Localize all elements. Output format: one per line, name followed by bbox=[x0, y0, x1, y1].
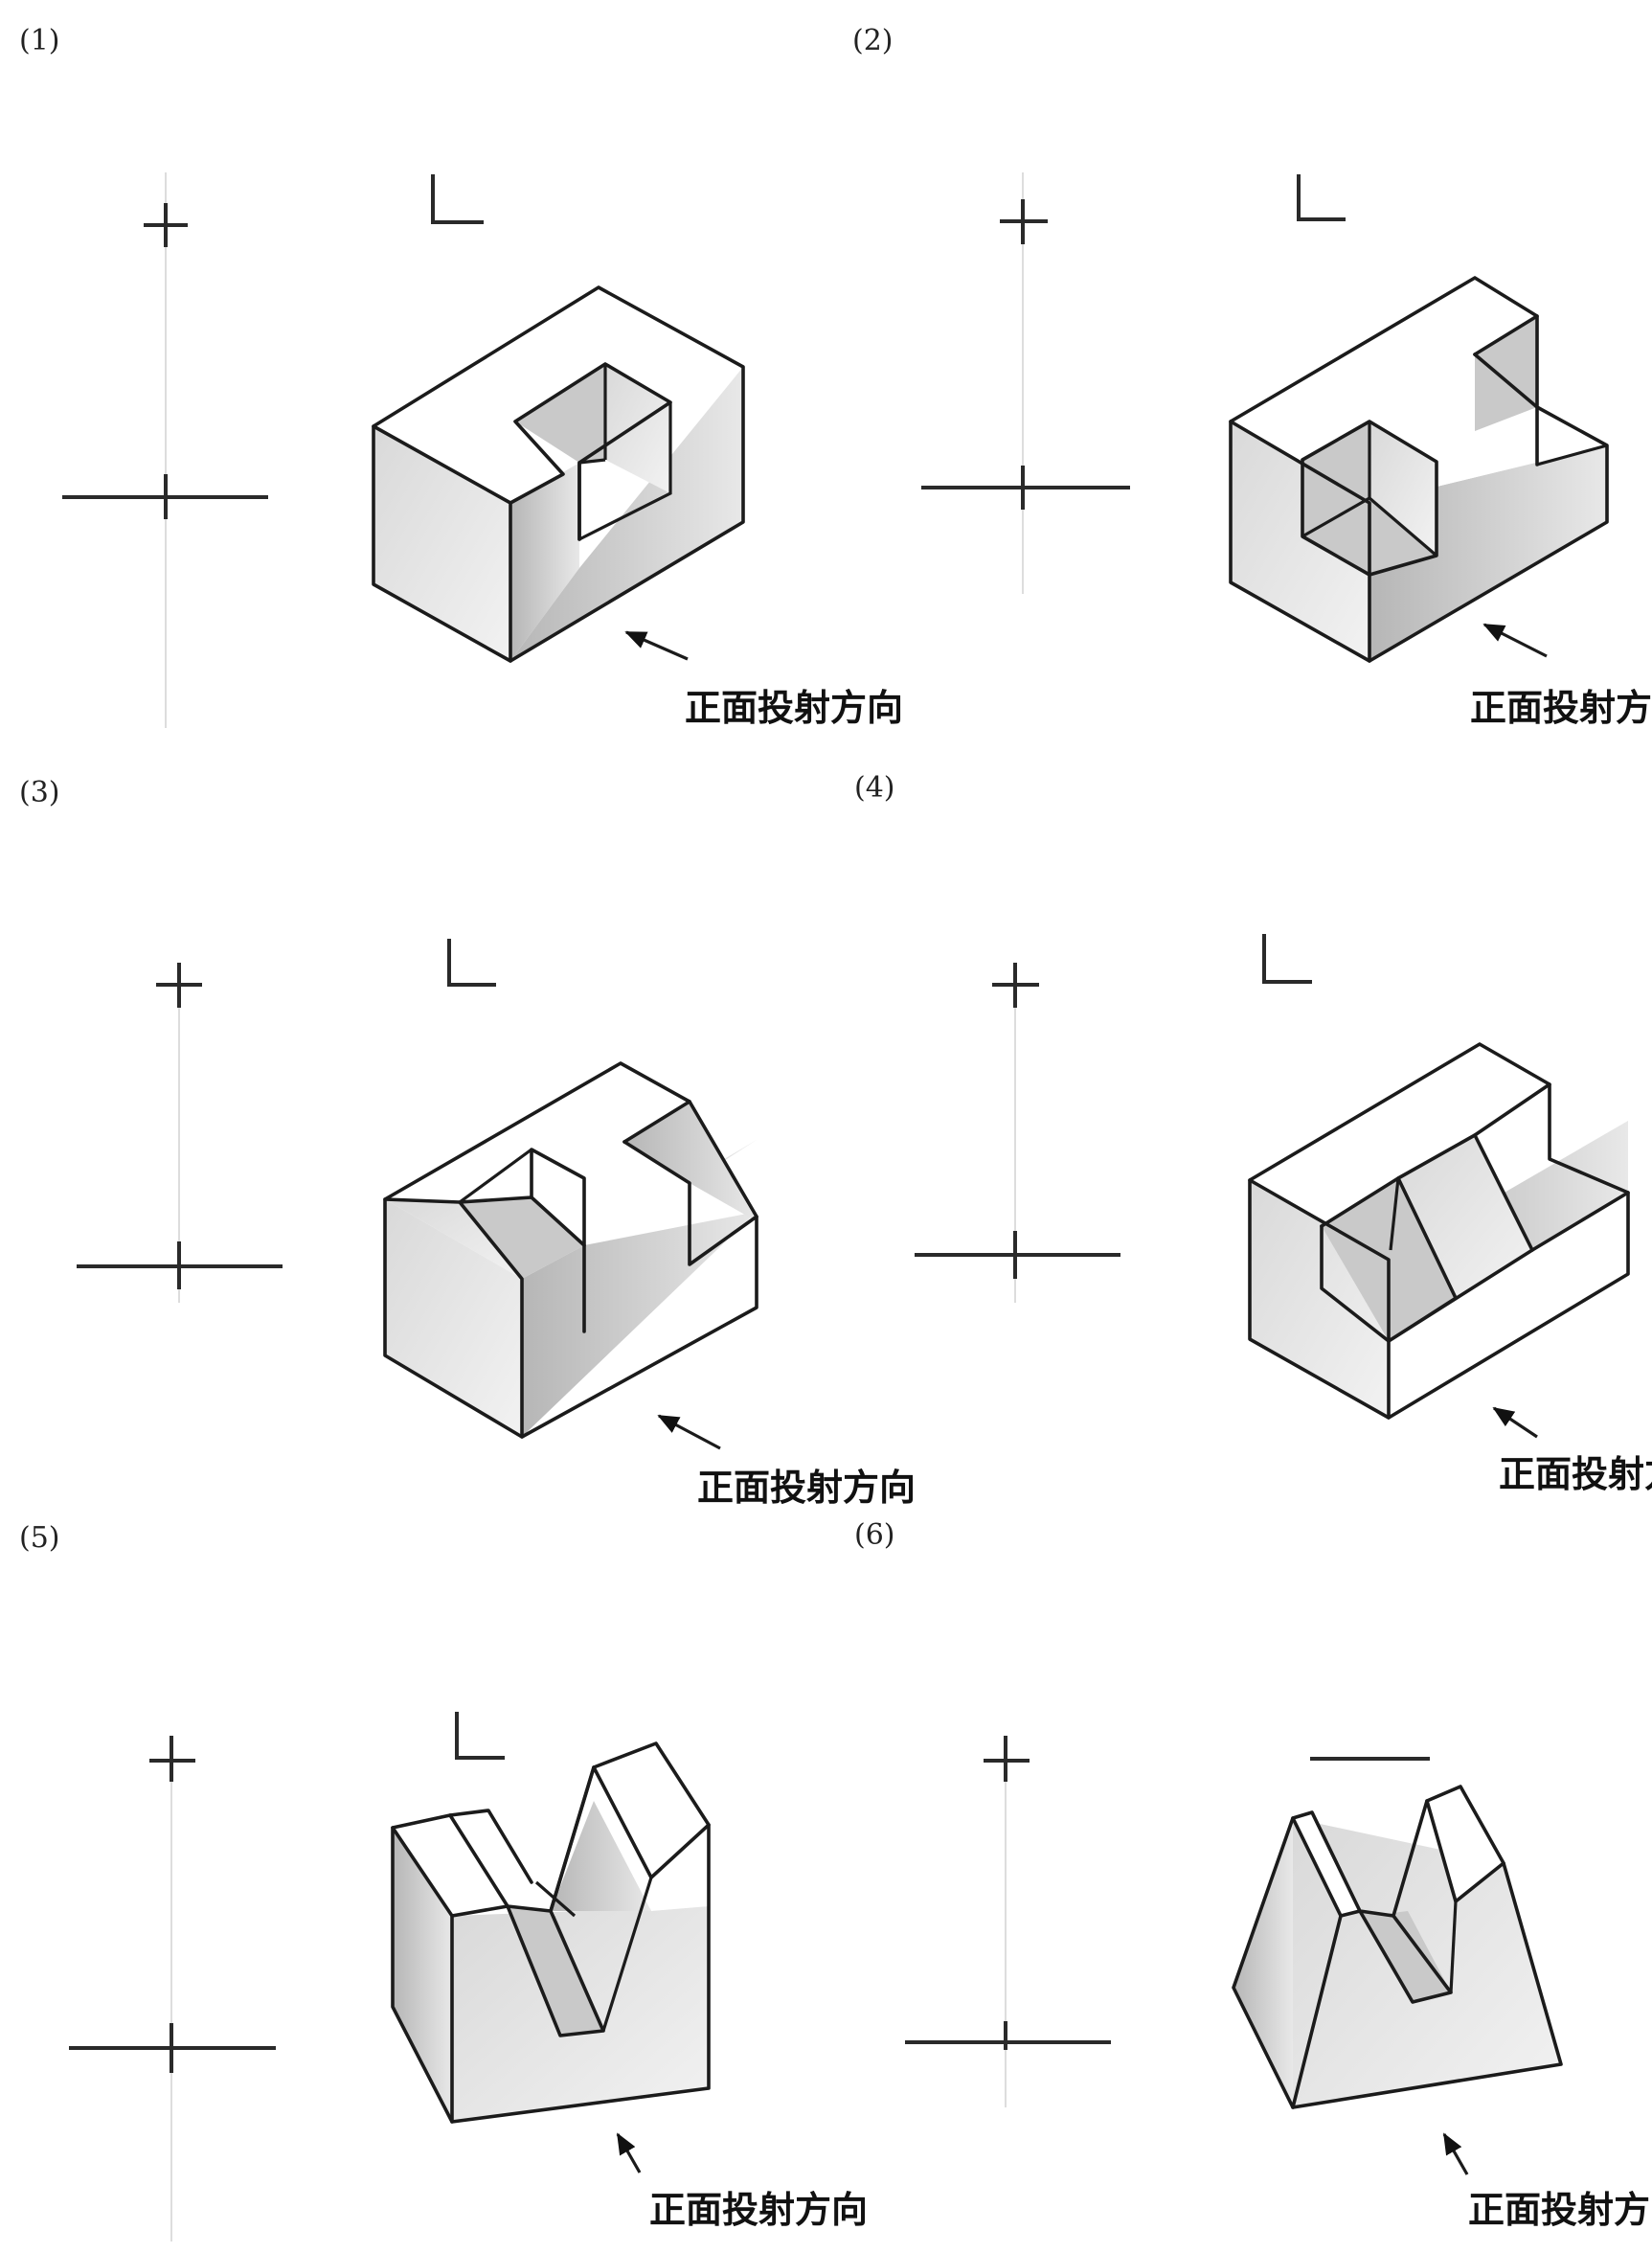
figure-label: (6) bbox=[854, 1518, 895, 1552]
corner-mark-icon bbox=[1297, 174, 1346, 221]
corner-mark-icon bbox=[447, 939, 496, 987]
corner-mark-icon bbox=[431, 174, 484, 224]
projection-direction-label: 正面投射方向 bbox=[1470, 687, 1652, 729]
axis-mark bbox=[62, 474, 268, 519]
arrow-icon bbox=[1442, 2132, 1469, 2175]
corner-mark-icon bbox=[1262, 934, 1312, 984]
isometric-block bbox=[383, 1061, 758, 1439]
corner-mark-icon bbox=[455, 1712, 505, 1760]
figure-1: (1) 正面投射方向 bbox=[19, 24, 903, 729]
isometric-block bbox=[1229, 276, 1609, 663]
figure-6: (6) 正面投射方向 bbox=[854, 1518, 1652, 2231]
figure-4: (4) 正面投射方向 bbox=[854, 771, 1652, 1495]
figure-2: (2) 正面 bbox=[852, 24, 1652, 729]
axis-mark bbox=[77, 1241, 283, 1289]
isometric-block bbox=[391, 1741, 711, 2124]
cross-mark-icon bbox=[156, 963, 202, 1008]
arrow-icon bbox=[1492, 1406, 1538, 1439]
arrow-icon bbox=[1482, 623, 1548, 658]
axis-mark bbox=[921, 466, 1130, 510]
projection-direction-label: 正面投射方向 bbox=[685, 687, 903, 729]
projection-direction-label: 正面投射方向 bbox=[1468, 2189, 1652, 2231]
axis-mark bbox=[69, 2023, 276, 2073]
projection-direction-label: 正面投射方向 bbox=[649, 2189, 868, 2231]
figure-label: (3) bbox=[19, 776, 60, 809]
cross-mark-icon bbox=[1000, 199, 1048, 244]
isometric-block bbox=[372, 285, 745, 663]
projection-direction-label: 正面投射方向 bbox=[1499, 1453, 1652, 1495]
cross-mark-icon bbox=[984, 1736, 1030, 1782]
isometric-block bbox=[1248, 1042, 1630, 1420]
axis-mark bbox=[905, 2021, 1111, 2050]
figure-label: (2) bbox=[852, 24, 894, 57]
arrow-icon bbox=[624, 630, 689, 661]
figure-label: (5) bbox=[19, 1521, 60, 1555]
figure-label: (4) bbox=[854, 771, 895, 805]
cross-mark-icon bbox=[144, 203, 188, 247]
figure-label: (1) bbox=[19, 24, 60, 57]
figure-3: (3) 正面投射方向 bbox=[19, 776, 916, 1509]
cross-mark-icon bbox=[149, 1736, 195, 1782]
arrow-icon bbox=[657, 1414, 721, 1450]
projection-direction-label: 正面投射方向 bbox=[697, 1467, 916, 1509]
cross-mark-icon bbox=[992, 963, 1039, 1008]
isometric-block bbox=[1232, 1785, 1563, 2109]
figure-5: (5) 正面 bbox=[19, 1521, 868, 2242]
arrow-icon bbox=[616, 2132, 642, 2173]
axis-mark bbox=[915, 1231, 1120, 1279]
